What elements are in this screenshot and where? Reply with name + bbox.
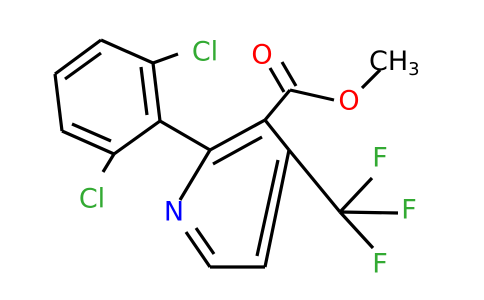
bond-pyr-c6-n-inner [194,227,216,255]
bond-phenyl-c5-c6-inner [71,122,112,143]
atom-o-ester: O [338,86,359,117]
bond-phenyl-c4-c5 [53,73,64,132]
bond-pyr-n-c2 [178,149,212,201]
bond-phenyl-c2-c3 [100,38,154,65]
bond-cf3-f3 [338,210,375,250]
bond-o-ester-methyl [360,68,382,90]
bond-phenyl-c3-c4 [54,38,102,76]
bond-cf3-f1 [338,176,374,214]
bond-biaryl [159,119,211,152]
bond-pyr-c3-c4 [263,119,291,151]
bond-c6-cl-bottom [101,153,116,173]
bond-phenyl-c1-c2 [151,62,162,122]
atom-f-1: F [372,143,388,174]
atom-f-3: F [372,249,388,280]
bond-pyr-c4-c5 [263,149,291,268]
bond-pyr-c2-c3 [209,118,266,152]
bond-phenyl-c6-c1 [113,119,161,156]
bond-phenyl-c1-c2-inner [139,66,149,116]
atom-o-carbonyl: O [251,40,272,71]
atom-methyl-ch: CH [369,46,408,77]
atom-methyl-subscript: 3 [408,59,419,80]
bond-cf3-f2 [339,210,399,215]
bond-phenyl-c3-c4-inner [64,51,102,81]
bond-pyr-c6-n [184,231,212,268]
bond-c4-cf3 [287,148,342,214]
bond-pyr-c2-c3-inner [212,135,263,166]
atom-f-2: F [401,195,417,226]
bond-c3-carbonyl-c [263,88,292,122]
bond-phenyl-c5-c6 [61,129,115,156]
bond-c2-cl-top [152,52,179,65]
bond-carbonyl-double-2 [280,61,298,87]
atom-labels: Cl Cl O O CH3 N F F F [79,37,420,280]
atom-n-ring: N [164,197,184,228]
bond-pyr-c4-c5-inner [255,159,280,257]
atom-methyl: CH3 [369,46,420,81]
bonds [53,38,399,269]
bond-carbonyl-double-1 [268,67,286,93]
bond-carbonyl-c-o-ester [289,88,335,102]
atom-cl-top: Cl [192,37,218,68]
atom-cl-bottom: Cl [79,184,105,215]
